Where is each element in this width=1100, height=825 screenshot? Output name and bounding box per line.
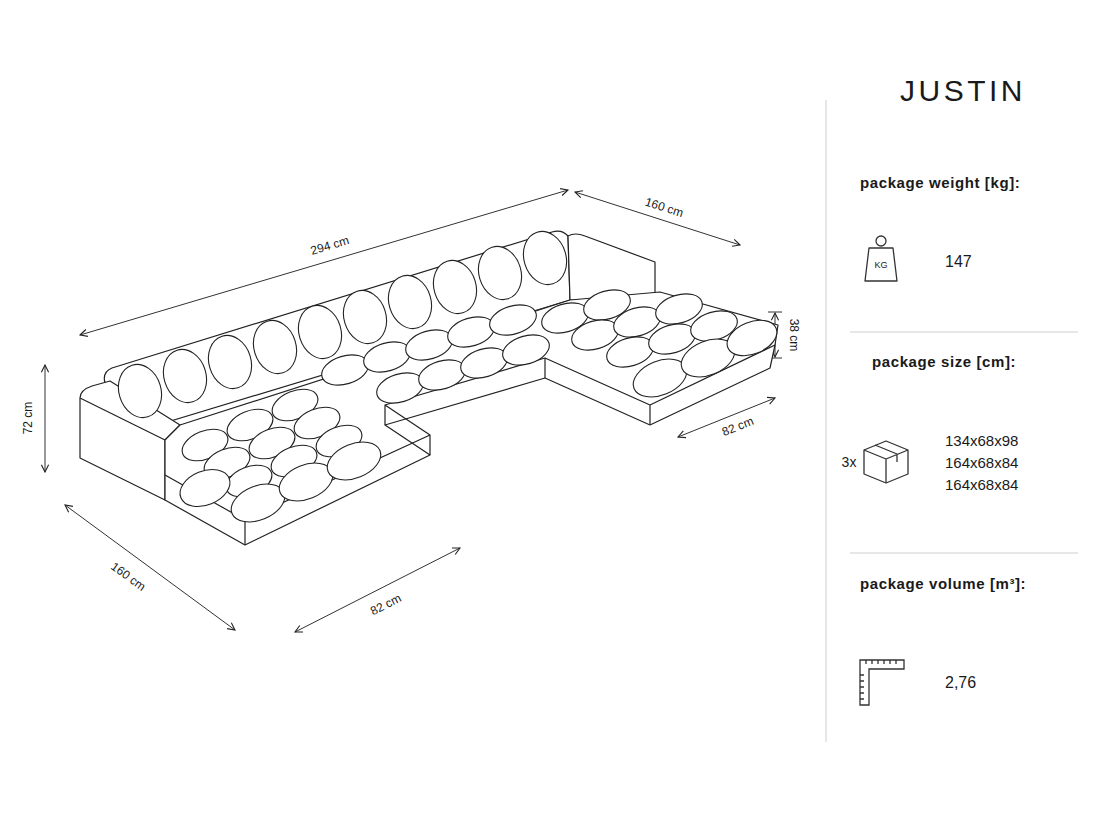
box-outline [864, 441, 908, 483]
cushion [472, 241, 528, 305]
ruler-outline [860, 660, 904, 705]
spec-value: 134x68x98 [945, 433, 1018, 450]
dimension-lines [45, 190, 782, 632]
cushion [360, 337, 414, 378]
dimension-label: 160 cm [641, 195, 686, 221]
sofa-body [80, 231, 778, 545]
dimension-line [295, 548, 460, 632]
cushion [202, 330, 258, 394]
cushion [112, 359, 168, 423]
dimension-label: 72 cm [22, 400, 35, 437]
dimension-label: 294 cm [307, 233, 352, 258]
cushion [415, 355, 469, 396]
spec-value: 147 [945, 253, 972, 271]
cushion [517, 226, 573, 290]
cushion [175, 462, 236, 513]
cushion [292, 300, 348, 364]
divider [850, 332, 1078, 333]
weight-icon [865, 236, 897, 281]
product-title: JUSTIN [900, 74, 1026, 107]
ruler-ticks [860, 660, 896, 699]
cushion [499, 330, 553, 371]
spec-value: 164x68x84 [945, 455, 1018, 472]
package-count: 3x [842, 455, 857, 470]
panel-dividers [826, 100, 1078, 742]
back-cushions [112, 226, 573, 423]
ruler-icon [860, 660, 904, 705]
cushion [457, 343, 511, 384]
spec-value: 164x68x84 [945, 477, 1018, 494]
cushion [373, 368, 427, 409]
dimension-line [575, 192, 740, 245]
cushion [486, 300, 540, 341]
dimension-tick [768, 312, 782, 313]
cushion [318, 350, 372, 391]
weight-body [865, 248, 897, 281]
spec-heading: package weight [kg]: [860, 175, 1020, 192]
cushion [247, 315, 303, 379]
box-edges [864, 445, 908, 483]
spec-heading: package volume [m³]: [860, 576, 1026, 593]
divider [826, 100, 827, 742]
seat-cushions [175, 285, 783, 530]
divider [850, 553, 1078, 554]
spec-value: 2,76 [945, 674, 976, 692]
cushion [337, 285, 393, 349]
dimension-label: 38 cm [786, 317, 799, 354]
weight-ring [876, 236, 886, 246]
cushion [427, 255, 483, 319]
dimension-line [45, 365, 46, 472]
icon-label: KG [874, 261, 887, 271]
cushion [444, 312, 498, 353]
seat-base [165, 292, 778, 545]
cushion [402, 325, 456, 366]
dimension-label: 160 cm [107, 559, 150, 595]
box-icon [864, 441, 908, 483]
cushion [157, 344, 213, 408]
dimension-label: 82 cm [367, 591, 406, 619]
cushion [722, 313, 782, 362]
spec-heading: package size [cm]: [872, 354, 1016, 371]
cushion [322, 435, 387, 488]
cushion [382, 270, 438, 334]
